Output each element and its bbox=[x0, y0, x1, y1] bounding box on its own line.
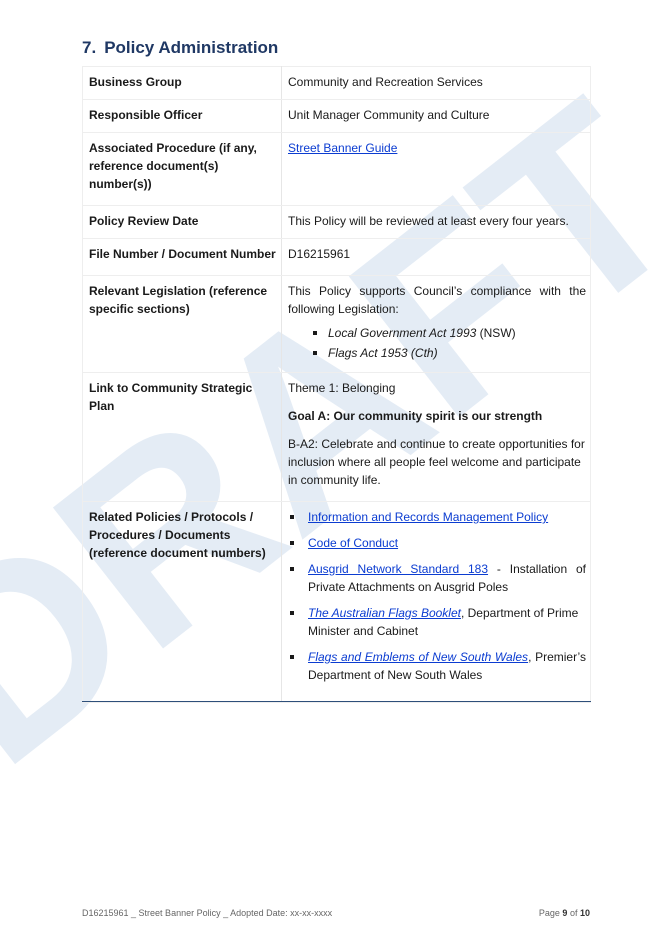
table-row: Relevant Legislation (reference specific… bbox=[82, 275, 591, 373]
related-suffix: - Installation of Private Attachments on… bbox=[308, 562, 586, 594]
page-total: 10 bbox=[579, 908, 590, 918]
section-title: Policy Administration bbox=[104, 38, 279, 57]
row-value-related: Information and Records Management Polic… bbox=[281, 501, 591, 703]
list-item: Flags Act 1953 (Cth) bbox=[288, 344, 586, 362]
section-heading: 7. Policy Administration bbox=[82, 38, 278, 58]
row-label-strategic-plan: Link to Community Strategic Plan bbox=[82, 372, 282, 502]
legislation-item-title: Flags Act 1953 (Cth) bbox=[328, 346, 438, 360]
table-row: Business Group Community and Recreation … bbox=[82, 66, 591, 100]
row-label-file-number: File Number / Document Number bbox=[82, 238, 282, 276]
page-current: 9 bbox=[562, 908, 568, 918]
page-of: of bbox=[569, 908, 578, 918]
related-link[interactable]: The Australian Flags Booklet bbox=[308, 606, 461, 620]
row-label-legislation: Relevant Legislation (reference specific… bbox=[82, 275, 282, 373]
list-item: Information and Records Management Polic… bbox=[288, 508, 586, 526]
row-label-responsible-officer: Responsible Officer bbox=[82, 99, 282, 133]
related-suffix: , Premier’s Department of New South Wale… bbox=[308, 650, 586, 682]
row-label-associated-procedure: Associated Procedure (if any, reference … bbox=[82, 132, 282, 206]
list-item: Ausgrid Network Standard 183 - Installat… bbox=[288, 560, 586, 596]
street-banner-guide-link[interactable]: Street Banner Guide bbox=[288, 141, 398, 155]
list-item: Code of Conduct bbox=[288, 534, 586, 552]
row-value-review-date: This Policy will be reviewed at least ev… bbox=[281, 205, 591, 239]
strategic-detail: B-A2: Celebrate and continue to create o… bbox=[288, 437, 585, 487]
list-item: Flags and Emblems of New South Wales, Pr… bbox=[288, 648, 586, 684]
row-label-related: Related Policies / Protocols / Procedure… bbox=[82, 501, 282, 703]
related-list: Information and Records Management Polic… bbox=[288, 508, 586, 684]
table-row: Link to Community Strategic Plan Theme 1… bbox=[82, 372, 591, 502]
row-value-legislation: This Policy supports Council’s complianc… bbox=[281, 275, 591, 373]
strategic-goal: Goal A: Our community spirit is our stre… bbox=[288, 409, 543, 423]
legislation-list: Local Government Act 1993 (NSW) Flags Ac… bbox=[288, 324, 586, 362]
list-item: The Australian Flags Booklet, Department… bbox=[288, 604, 586, 640]
strategic-theme: Theme 1: Belonging bbox=[288, 381, 396, 395]
row-value-strategic-plan: Theme 1: Belonging Goal A: Our community… bbox=[281, 372, 591, 502]
page-prefix: Page bbox=[538, 908, 560, 918]
footer-page-number: Page 9 of 10 bbox=[539, 908, 590, 918]
row-value-file-number: D16215961 bbox=[281, 238, 591, 276]
table-row: File Number / Document Number D16215961 bbox=[82, 238, 591, 276]
related-link[interactable]: Ausgrid Network Standard 183 bbox=[308, 562, 489, 576]
related-link[interactable]: Code of Conduct bbox=[308, 536, 399, 550]
table-row: Policy Review Date This Policy will be r… bbox=[82, 205, 591, 239]
related-link[interactable]: Information and Records Management Polic… bbox=[308, 510, 549, 524]
row-label-business-group: Business Group bbox=[82, 66, 282, 100]
footer-document-info: D16215961 _ Street Banner Policy _ Adopt… bbox=[82, 908, 333, 918]
related-link[interactable]: Flags and Emblems of New South Wales bbox=[308, 650, 529, 664]
table-row: Responsible Officer Unit Manager Communi… bbox=[82, 99, 591, 133]
legislation-item-title: Local Government Act 1993 bbox=[328, 326, 477, 340]
row-value-associated-procedure: Street Banner Guide bbox=[281, 132, 591, 206]
legislation-intro: This Policy supports Council’s complianc… bbox=[288, 284, 586, 316]
policy-administration-table: Business Group Community and Recreation … bbox=[82, 66, 591, 703]
legislation-item-suffix: (NSW) bbox=[476, 326, 516, 340]
row-label-review-date: Policy Review Date bbox=[82, 205, 282, 239]
list-item: Local Government Act 1993 (NSW) bbox=[288, 324, 586, 342]
table-row: Associated Procedure (if any, reference … bbox=[82, 132, 591, 206]
row-value-business-group: Community and Recreation Services bbox=[281, 66, 591, 100]
table-row: Related Policies / Protocols / Procedure… bbox=[82, 501, 591, 703]
row-value-responsible-officer: Unit Manager Community and Culture bbox=[281, 99, 591, 133]
related-suffix: , Department of Prime Minister and Cabin… bbox=[308, 606, 579, 638]
section-number: 7. bbox=[82, 38, 97, 57]
section-divider bbox=[82, 701, 591, 702]
